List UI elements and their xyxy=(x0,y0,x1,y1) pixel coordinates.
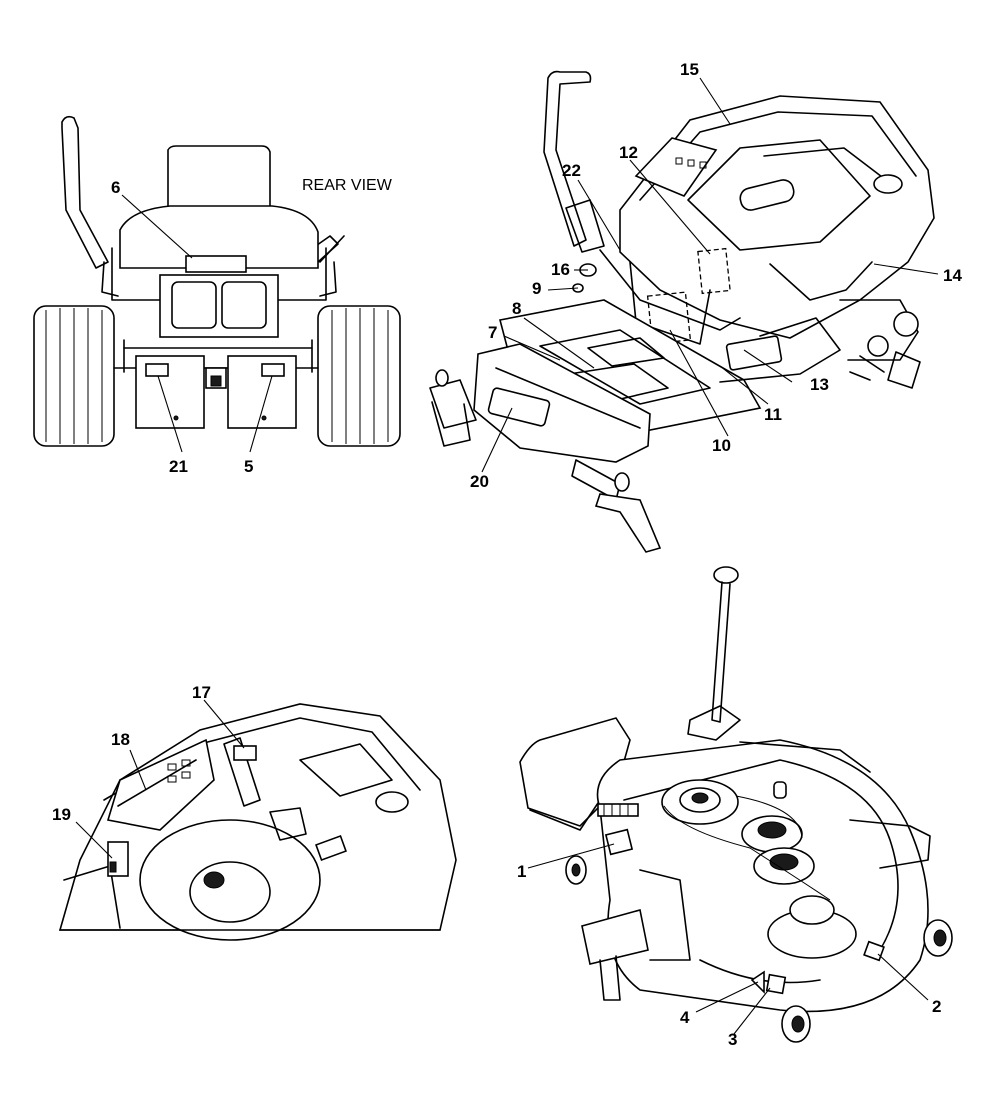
deck-view-illustration xyxy=(519,566,953,1043)
callout-5: 5 xyxy=(244,457,253,476)
callout-4: 4 xyxy=(680,1008,690,1027)
callout-13: 13 xyxy=(810,375,829,394)
callout-17: 17 xyxy=(192,683,211,702)
callout-6: 6 xyxy=(111,178,120,197)
callout-14: 14 xyxy=(943,266,962,285)
callout-10: 10 xyxy=(712,436,731,455)
callout-8: 8 xyxy=(512,299,521,318)
front-view-illustration xyxy=(429,70,939,553)
callout-2: 2 xyxy=(932,997,941,1016)
callout-16: 16 xyxy=(551,260,570,279)
callout-20: 20 xyxy=(470,472,489,491)
callout-12: 12 xyxy=(619,143,638,162)
rear-view-caption: REAR VIEW xyxy=(302,177,393,194)
callout-1: 1 xyxy=(517,862,526,881)
callout-9: 9 xyxy=(532,279,541,298)
fender-view-illustration xyxy=(58,699,457,941)
callout-15: 15 xyxy=(680,60,699,79)
callout-19: 19 xyxy=(52,805,71,824)
callout-21: 21 xyxy=(169,457,188,476)
callout-18: 18 xyxy=(111,730,130,749)
callout-22: 22 xyxy=(562,161,581,180)
callout-11: 11 xyxy=(764,405,782,424)
callout-7: 7 xyxy=(488,323,497,342)
rear-view-illustration xyxy=(33,115,401,453)
callout-3: 3 xyxy=(728,1030,737,1049)
